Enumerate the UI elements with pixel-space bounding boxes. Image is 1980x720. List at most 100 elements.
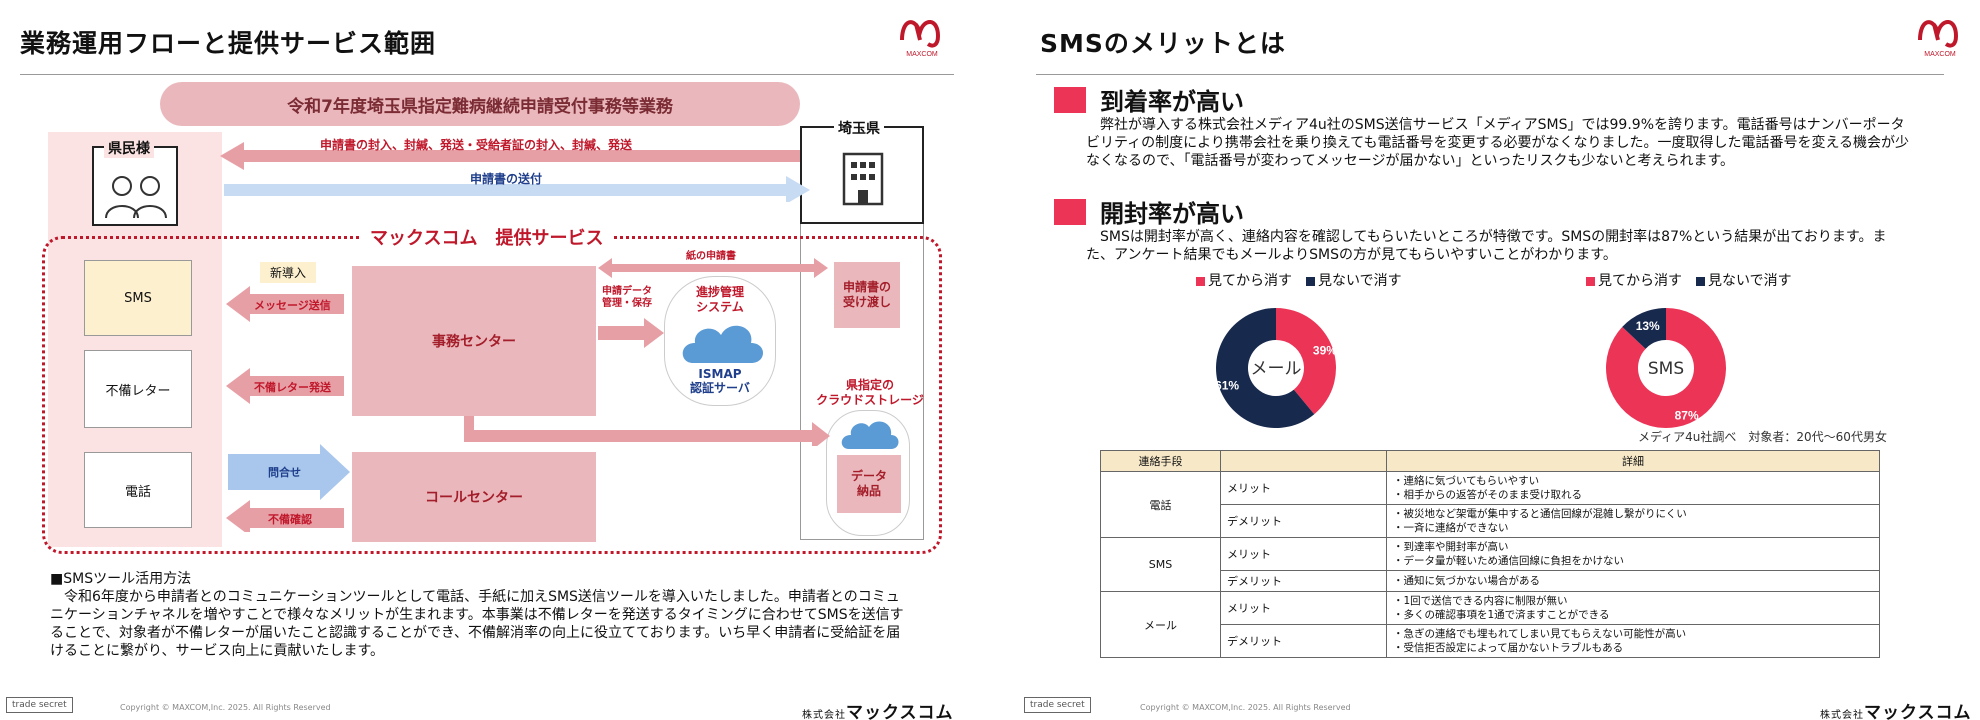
- project-banner: 令和7年度埼玉県指定難病継続申請受付事務等業務: [160, 82, 800, 126]
- ismap-label: ISMAP 認証サーバ: [690, 367, 750, 395]
- prefecture-label: 埼玉県: [834, 118, 884, 138]
- copyright: Copyright © MAXCOM,Inc. 2025. All Rights…: [1140, 703, 1351, 712]
- donut-slice: [1276, 308, 1336, 415]
- chart-legend: 見てから消す 見ないで消す: [1196, 270, 1516, 290]
- table-header: [1220, 450, 1387, 472]
- table-header: 詳細: [1386, 450, 1880, 472]
- trade-secret-badge: trade secret: [1024, 697, 1091, 713]
- maxcom-logo: MAXCOM: [1912, 10, 1968, 58]
- copyright: Copyright © MAXCOM,Inc. 2025. All Rights…: [120, 703, 331, 712]
- heading-open: 開封率が高い: [1054, 194, 1244, 229]
- fubi-send-label: 不備レター発送: [254, 381, 331, 394]
- merit-cell: メリット: [1220, 591, 1387, 625]
- svg-text:MAXCOM: MAXCOM: [906, 51, 938, 58]
- office-center: 事務センター: [352, 266, 596, 416]
- merit-detail-cell: ・1回で送信できる内容に制限が無い ・多くの確認事項を1通で済ますことができる: [1386, 591, 1880, 625]
- sms-chart: 見てから消す 見ないで消す 87%13%SMS: [1586, 270, 1906, 440]
- heading-marker: [1054, 198, 1086, 225]
- data-label: 39%: [1313, 343, 1337, 357]
- notes-body: 令和6年度から申請者とのコミュニケーションツールとして電話、手紙に加えSMS送信…: [50, 589, 904, 659]
- demerit-cell: デメリット: [1220, 504, 1387, 538]
- demerit-cell: デメリット: [1220, 570, 1387, 592]
- building-icon: [842, 152, 884, 206]
- demerit-detail-cell: ・急ぎの連絡でも埋もれてしまい見てもらえない可能性が高い ・受信拒否設定によって…: [1386, 624, 1880, 658]
- storage-arrow: [464, 416, 830, 446]
- means-cell: 電話: [1100, 471, 1221, 538]
- handover-box: 申請書の 受け渡し: [834, 262, 900, 328]
- page-title: 業務運用フローと提供サービス範囲: [20, 29, 437, 58]
- sms-channel-box: SMS: [84, 260, 192, 336]
- data-delivery: データ 納品: [826, 410, 910, 536]
- notes-heading: ■SMSツール活用方法: [50, 571, 192, 587]
- data-label: 61%: [1215, 379, 1239, 393]
- data-mgmt-arrow: [598, 318, 664, 348]
- merit-detail-cell: ・連絡に気づいてもらいやすい ・相手からの返答がそのまま受け取れる: [1386, 471, 1880, 505]
- merit-cell: メリット: [1220, 537, 1387, 571]
- data-mgmt-label: 申請データ 管理・保存: [602, 286, 652, 309]
- donut-chart-mail: 39% 61% メール: [1215, 308, 1337, 428]
- donut-chart-sms: 87% 13% SMS: [1606, 308, 1726, 428]
- company-name: 株式会社マックスコム: [1820, 703, 1972, 720]
- page-title: SMSのメリットとは: [1040, 29, 1286, 58]
- maxcom-logo: MAXCOM: [894, 10, 950, 58]
- table-header-row: 連絡手段 詳細: [1100, 450, 1880, 472]
- cloud-icon: [841, 421, 899, 449]
- new-intro-tag: 新導入: [260, 262, 317, 283]
- table-row: デメリット・通知に気づかない場合がある: [1101, 570, 1880, 592]
- arrow-label-return: 申請書の封入、封緘、発送・受給者証の封入、封緘、発送: [320, 138, 633, 152]
- mail-chart: 見てから消す 見ないで消す 39% 61% メール: [1196, 270, 1516, 440]
- letter-channel-box: 不備レター: [84, 350, 192, 428]
- means-cell: SMS: [1100, 537, 1221, 592]
- call-center: コールセンター: [352, 452, 596, 542]
- demerit-cell: デメリット: [1220, 624, 1387, 658]
- paper-app-label: 紙の申請書: [682, 247, 740, 262]
- service-title: マックスコム 提供サービス: [360, 224, 614, 250]
- flow-arrows-mid: [226, 286, 350, 532]
- table-header: 連絡手段: [1100, 450, 1221, 472]
- flow-arrows-top: [220, 142, 810, 202]
- center-label: SMS: [1648, 359, 1684, 379]
- data-delivery-label: データ 納品: [837, 455, 901, 513]
- cloud-icon: [682, 325, 763, 363]
- comparison-table: 連絡手段 詳細 電話メリット・連絡に気づいてもらいやすい ・相手からの返答がその…: [1100, 450, 1880, 658]
- legend-item-seen: 見てから消す: [1586, 270, 1682, 290]
- arrow-label-send: 申請書の送付: [470, 172, 543, 186]
- svg-text:MAXCOM: MAXCOM: [1924, 51, 1956, 58]
- trade-secret-badge: trade secret: [6, 697, 73, 713]
- paper-app-arrow: [598, 258, 828, 278]
- survey-source: メディア4u社調べ 対象者：20代～60代男女: [1638, 430, 1887, 444]
- fubi-confirm-label: 不備確認: [268, 513, 312, 526]
- merit-cell: メリット: [1220, 471, 1387, 505]
- data-label: 13%: [1636, 319, 1660, 333]
- inquiry-label: 問合せ: [268, 466, 301, 479]
- data-label: 87%: [1675, 409, 1699, 423]
- open-text: SMSは開封率が高く、連絡内容を確認してもらいたいところが特徴です。SMSの開封…: [1086, 229, 1887, 263]
- slide-right: SMSのメリットとは MAXCOM 到着率が高い 弊社が導入する株式会社メディア…: [990, 0, 1980, 720]
- merit-detail-cell: ・到達率や開封率が高い ・データ量が軽いため通信回線に負担をかけない: [1386, 537, 1880, 571]
- center-label: メール: [1251, 359, 1302, 379]
- legend-item-seen: 見てから消す: [1196, 270, 1292, 290]
- donut-slice: [1216, 308, 1315, 428]
- table-row: デメリット・急ぎの連絡でも埋もれてしまい見てもらえない可能性が高い ・受信拒否設…: [1101, 624, 1880, 658]
- table-row: メールメリット・1回で送信できる内容に制限が無い ・多くの確認事項を1通で済ます…: [1100, 591, 1880, 658]
- residents-box: 県民様: [92, 138, 178, 226]
- heading-marker: [1054, 86, 1086, 113]
- title-rule: [1036, 74, 1944, 75]
- table-row: 電話メリット・連絡に気づいてもらいやすい ・相手からの返答がそのまま受け取れる: [1100, 471, 1880, 538]
- slide-left: 業務運用フローと提供サービス範囲 MAXCOM 令和7年度埼玉県指定難病継続申請…: [6, 10, 954, 720]
- demerit-detail-cell: ・通知に気づかない場合がある: [1386, 570, 1880, 592]
- progress-system: 進捗管理 システム ISMAP 認証サーバ: [664, 276, 776, 406]
- demerit-detail-cell: ・被災地など架電が集中すると通信回線が混雑し繋がりにくい ・一斉に連絡ができない: [1386, 504, 1880, 538]
- title-rule: [20, 74, 954, 75]
- donut-slice: [1622, 308, 1666, 349]
- phone-channel-box: 電話: [84, 452, 192, 528]
- sms-notes: ■SMSツール活用方法 令和6年度から申請者とのコミュニケーションツールとして電…: [50, 570, 910, 660]
- means-cell: メール: [1100, 591, 1221, 658]
- prefecture-box: 埼玉県: [800, 118, 924, 224]
- legend-item-unseen: 見ないで消す: [1306, 270, 1402, 290]
- msg-send-label: メッセージ送信: [254, 299, 331, 312]
- arrival-text: 弊社が導入する株式会社メディア4u社のSMS送信サービス「メディアSMS」では9…: [1086, 117, 1910, 169]
- heading-arrival: 到着率が高い: [1054, 82, 1244, 117]
- people-icon: [105, 176, 167, 219]
